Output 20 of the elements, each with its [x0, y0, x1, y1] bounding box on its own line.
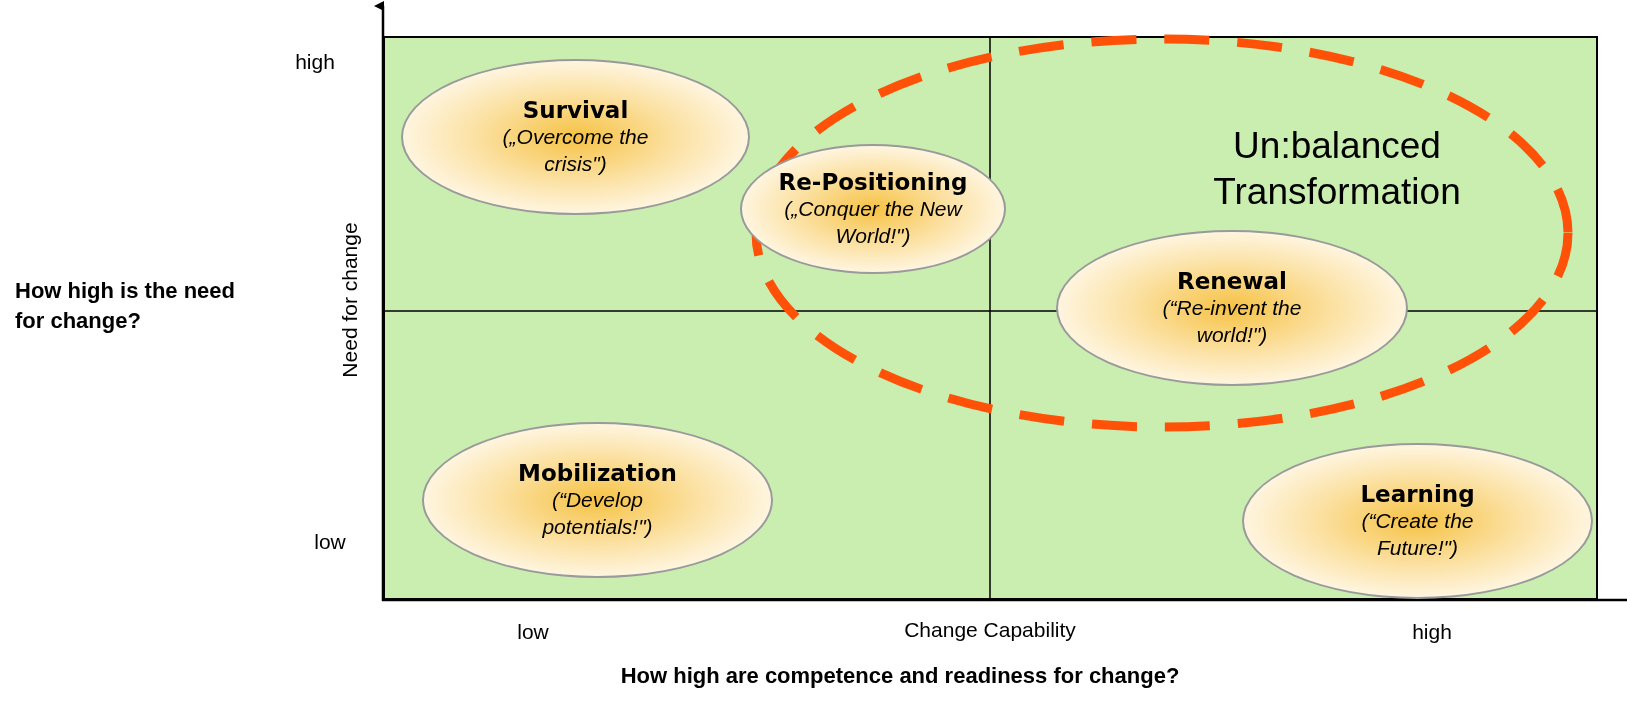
ellipse-heading: Mobilization [518, 459, 677, 486]
ellipse-heading: Survival [522, 96, 629, 123]
axis-title: Change Capability [904, 618, 1076, 642]
ellipse-heading: Re-Positioning [778, 168, 968, 195]
axis-question: How high are competence and readiness for change? [620, 663, 1180, 689]
axis-tick-label: low [314, 530, 346, 554]
ellipse-quote: („Overcome the crisis") [501, 123, 650, 177]
axis-tick-label: high [295, 50, 335, 74]
ellipse-quote: („Conquer the New World!") [783, 195, 964, 249]
region-title: Un:balanced Transformation [1212, 124, 1462, 215]
quadrant-matrix [383, 36, 1598, 600]
ellipse-heading: Learning [1360, 480, 1475, 507]
ellipse-heading: Renewal [1177, 267, 1287, 294]
ellipse-quote: (“Develop potentials!") [541, 486, 654, 540]
ellipse-quote: (“Re-invent the world!") [1161, 294, 1303, 348]
axis-tick-label: high [1412, 620, 1452, 644]
axis-tick-label: low [517, 620, 549, 644]
axis-title: Need for change [338, 222, 362, 378]
ellipse-quote: (“Create the Future!") [1360, 507, 1475, 561]
axis-question: How high is the need for change? [15, 277, 236, 335]
